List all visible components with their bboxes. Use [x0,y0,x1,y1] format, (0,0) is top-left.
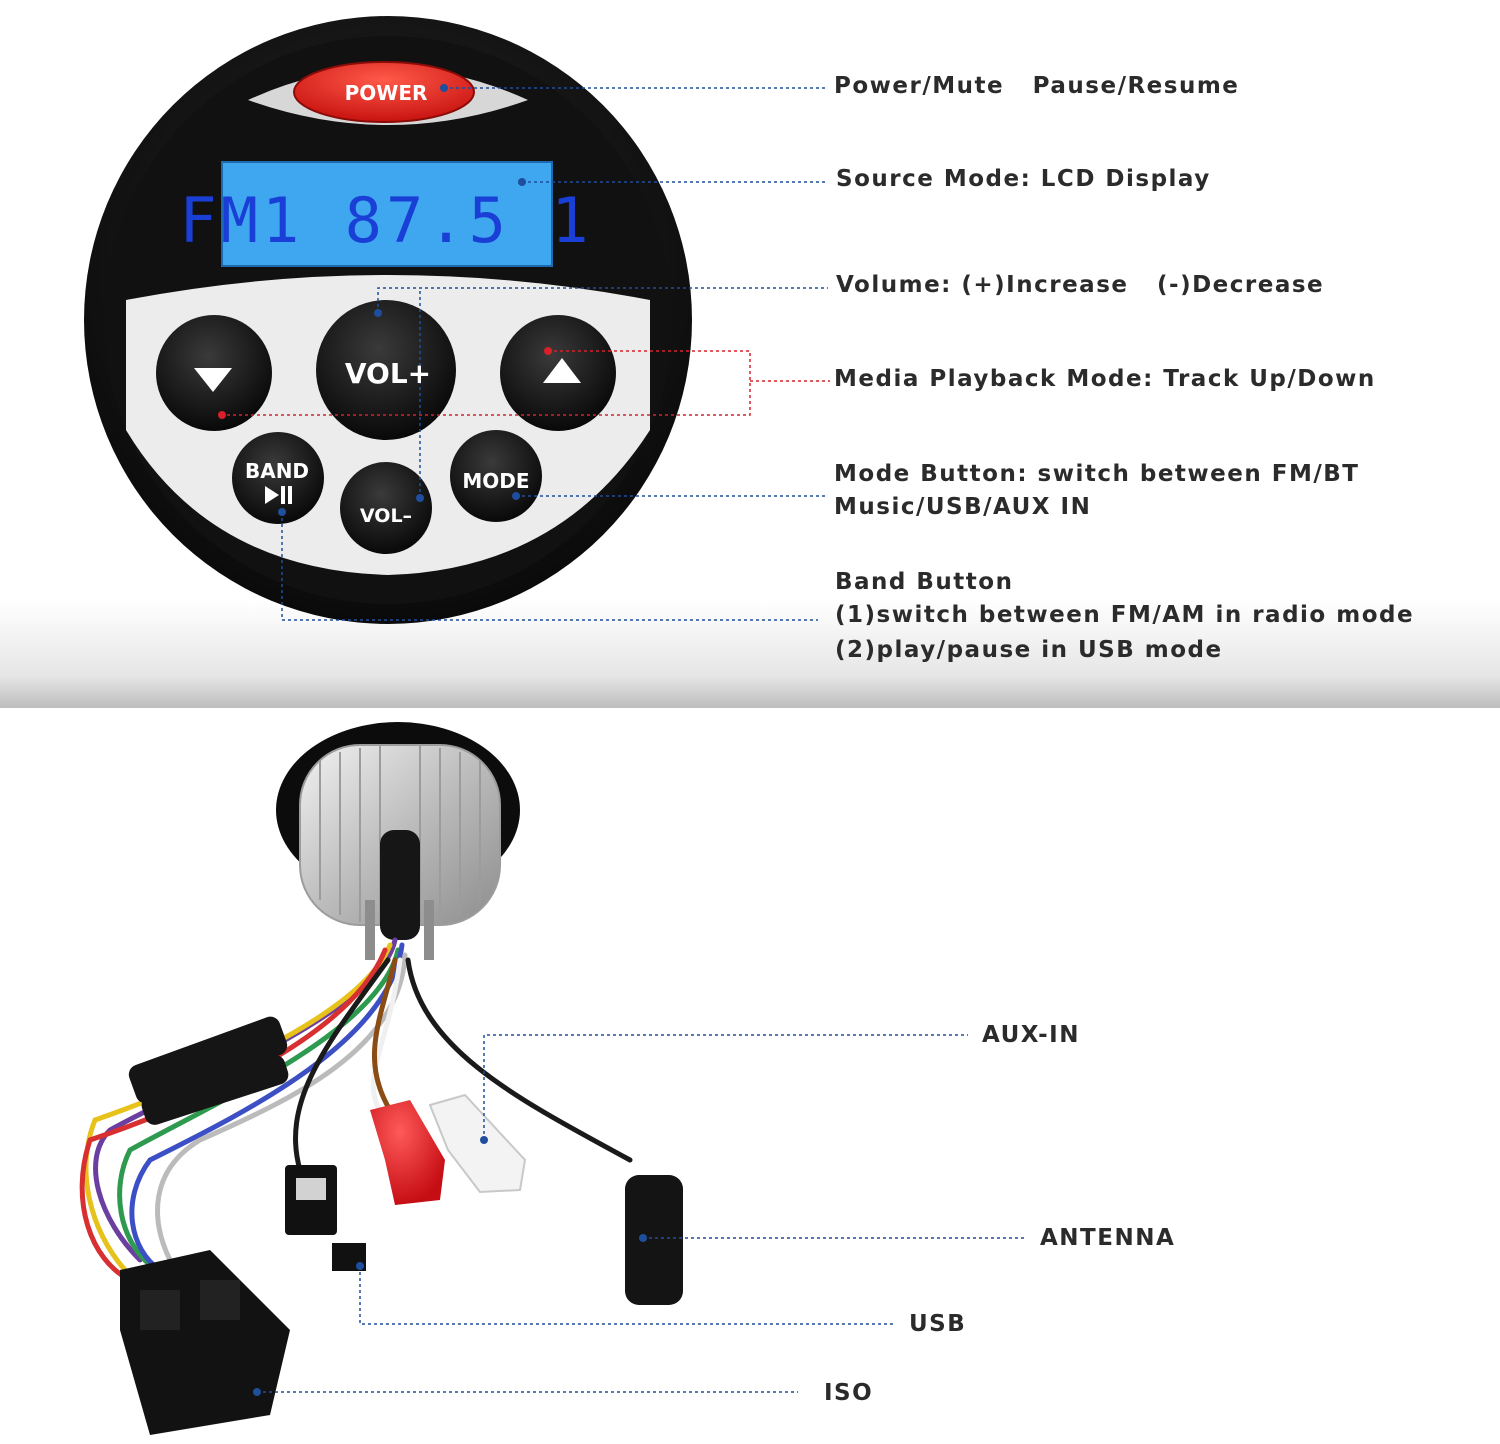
vol-plus-label: VOL+ [345,357,431,390]
callout-band-line [281,512,818,621]
callout-iso: ISO [824,1380,874,1406]
callout-usb-line [359,1266,893,1325]
head-unit-rear [276,722,520,960]
antenna-connector [625,1175,683,1305]
section-divider [0,600,1500,708]
iso-connector [120,1250,290,1435]
callout-mode-line1: Mode Button: switch between FM/BT [834,461,1360,487]
callout-source: Source Mode: LCD Display [836,166,1211,192]
rca-red [370,1100,445,1205]
vol-plus-button [316,300,456,440]
rca-white [428,1093,527,1194]
lcd-display [221,161,553,267]
callout-power-part2: Pause/Resume [1032,73,1240,99]
band-label: BAND [245,459,309,483]
wire-harness [79,937,633,1283]
power-label: POWER [345,81,428,105]
mode-label: MODE [462,469,529,493]
rca-connectors [370,1093,527,1205]
cable-boot [380,830,420,940]
media-callout [222,350,830,416]
vol-minus-label: VOL– [360,505,412,527]
mode-button [450,430,542,522]
power-button [293,61,475,123]
callout-band-line1: Band Button [835,569,1014,595]
callout-aux-in: AUX-IN [982,1022,1080,1048]
callout-aux-line [483,1034,968,1140]
callout-vol-plus-line [377,287,828,313]
callout-power-part1: Power/Mute [834,73,1005,99]
vol-minus-button [340,462,432,554]
callout-media: Media Playback Mode: Track Up/Down [834,366,1376,392]
head-unit-front [84,16,692,624]
callout-band-line3: (2)play/pause in USB mode [835,637,1223,663]
callout-mode-line2: Music/USB/AUX IN [834,494,1092,520]
callout-power: Power/Mute Pause/Resume [834,70,1239,103]
callout-volume-part2: (-)Decrease [1157,272,1325,298]
front-callouts [281,87,828,621]
callout-volume: Volume: (+)Increase (-)Decrease [836,269,1324,302]
play-pause-icon [265,486,279,504]
lcd-readout: FM1 87.5 1 [179,184,592,257]
rear-callouts [257,1034,1026,1393]
band-button [232,432,324,524]
up-triangle-icon [543,358,581,383]
callout-antenna: ANTENNA [1040,1225,1176,1251]
callout-volume-part1: Volume: (+)Increase [836,272,1129,298]
callout-dots [218,84,552,516]
usb-port-icon [296,1178,326,1200]
down-triangle-icon [194,368,232,392]
fuse-holder [128,1016,288,1104]
callout-band-line2: (1)switch between FM/AM in radio mode [835,602,1415,628]
callout-usb: USB [909,1311,967,1337]
